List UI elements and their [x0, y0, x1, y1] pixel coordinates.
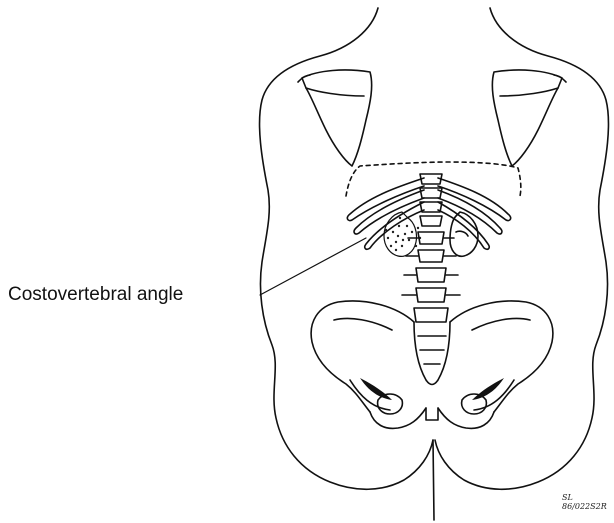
torso-outline	[260, 8, 609, 520]
lung-border-dashed	[346, 162, 521, 196]
left-scapula	[298, 70, 372, 166]
annotation-leader-line	[260, 238, 366, 295]
artist-code: 86/022S2R	[562, 502, 607, 511]
pelvis-shading	[360, 378, 504, 400]
artist-initials: SL	[562, 493, 607, 502]
costovertebral-angle-label: Costovertebral angle	[8, 284, 183, 306]
pelvis	[311, 301, 553, 428]
right-scapula	[492, 70, 566, 166]
artist-mark: SL 86/022S2R	[562, 493, 607, 511]
